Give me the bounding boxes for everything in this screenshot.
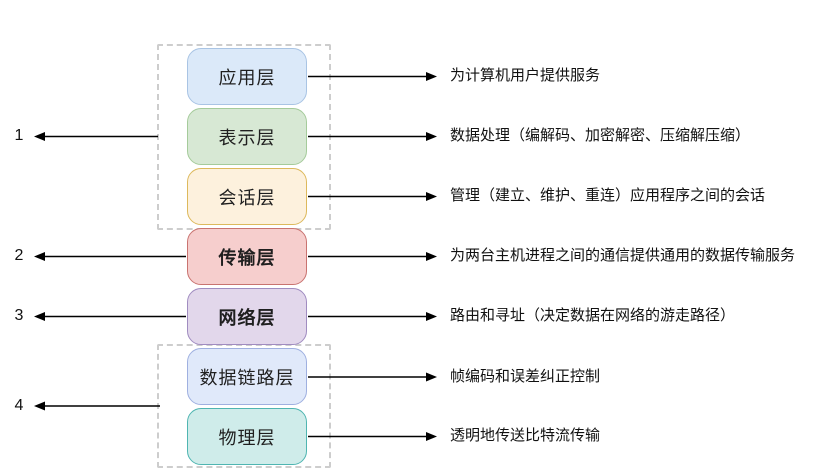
layer-label-transport: 传输层 [218,247,276,268]
layer-desc-session: 管理（建立、维护、重连）应用程序之间的会话 [450,187,766,204]
layer-box-datalink: 数据链路层 [187,348,307,405]
layer-desc-transport: 为两台主机进程之间的通信提供通用的数据传输服务 [450,247,796,264]
right-arrow-network [308,312,437,321]
layer-desc-physical: 透明地传送比特流传输 [450,427,601,444]
layer-label-network: 网络层 [218,307,276,328]
left-arrow-2 [34,252,186,261]
layer-box-presentation: 表示层 [187,108,307,165]
layer-box-session: 会话层 [187,168,307,225]
layer-label-physical: 物理层 [218,427,276,448]
layer-box-network: 网络层 [187,288,307,345]
group-number-1: 1 [14,127,24,144]
layer-label-application: 应用层 [218,67,276,88]
left-arrow-4 [34,401,160,411]
group-number-4: 4 [14,397,24,414]
layer-desc-application: 为计算机用户提供服务 [450,67,601,84]
layer-box-transport: 传输层 [187,228,307,285]
layer-box-physical: 物理层 [187,408,307,465]
left-arrow-1 [34,132,158,141]
layer-desc-presentation: 数据处理（编解码、加密解密、压缩解压缩） [450,127,751,144]
layer-box-application: 应用层 [187,48,307,105]
layer-label-datalink: 数据链路层 [199,367,295,388]
layer-label-session: 会话层 [218,187,276,208]
left-arrow-3 [34,312,186,321]
right-arrow-transport [308,252,437,261]
group-number-3: 3 [14,307,24,324]
layer-desc-network: 路由和寻址（决定数据在网络的游走路径） [450,307,736,324]
group-number-2: 2 [14,247,24,264]
layer-label-presentation: 表示层 [218,127,276,148]
layer-desc-datalink: 帧编码和误差纠正控制 [450,368,601,385]
